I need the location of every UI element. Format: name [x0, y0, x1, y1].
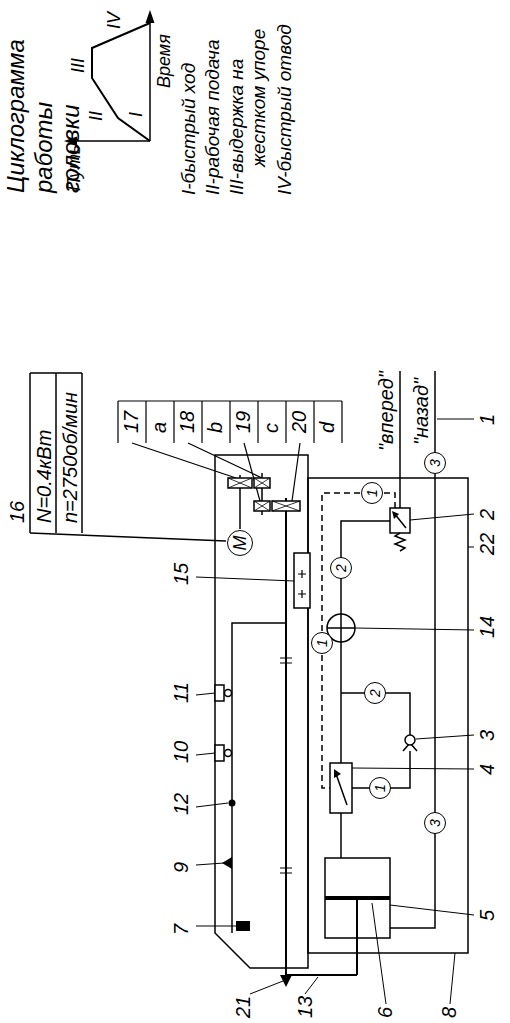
stage-numeral: II [86, 111, 107, 121]
gear-letter: a [148, 422, 171, 433]
leader-lines [196, 419, 474, 1004]
circle-text: 3 [428, 459, 442, 467]
check-valve [403, 735, 417, 751]
callout-number: 6 [374, 1007, 397, 1018]
gear-letter: c [260, 423, 283, 433]
direction-label: "вперед" [375, 371, 398, 451]
dog-rail [215, 623, 286, 933]
reversing-valve [390, 508, 410, 551]
callout-number: 8 [438, 1007, 461, 1018]
callout-number: 18 [176, 411, 199, 433]
stage-note: II-рабочая подача [202, 5, 224, 195]
callout-number: 19 [232, 411, 255, 433]
pipe-number-circle: 1 [311, 632, 333, 654]
spec-table [30, 373, 226, 541]
callout-number: 16 [6, 501, 29, 523]
circle-text: 2 [368, 689, 382, 697]
stage-numeral: I [126, 112, 147, 117]
circle-text: 2 [334, 564, 348, 572]
gear-letter: b [204, 422, 227, 433]
circle-text: 3 [428, 819, 442, 827]
stage-note: IV-быстрый отвод [274, 5, 296, 195]
axis-label: Время [154, 34, 175, 88]
circle-text: M [231, 536, 249, 551]
motor-spec: N=0.4кВт [33, 430, 56, 523]
callout-number: 20 [288, 411, 311, 433]
motor-spec: n=2750об/мин [59, 392, 82, 523]
pipe-number-circle: 2 [330, 557, 352, 579]
callout-number: 14 [476, 616, 499, 638]
callout-number: 11 [170, 682, 193, 703]
callout-number: 21 [232, 996, 255, 1018]
head-housing [215, 455, 308, 968]
circle-text: 1 [315, 639, 329, 647]
pipe-number-circle: 2 [364, 682, 386, 704]
pipe-number-circle: 3 [424, 812, 446, 834]
pipelines [322, 371, 435, 928]
callout-number: 3 [476, 730, 499, 741]
stage-numeral: IV [104, 12, 125, 29]
axis-label: Путь [64, 144, 85, 191]
callout-number: 1 [476, 414, 499, 425]
stage-note: I-быстрый ход [178, 5, 200, 195]
stage-numeral: III [68, 58, 89, 73]
pipe-number-circle: 3 [424, 452, 446, 474]
control-valve [330, 763, 352, 813]
pipe-number-circle: 1 [369, 777, 391, 799]
callout-number: 12 [170, 793, 193, 815]
circle-text: 1 [373, 784, 387, 792]
change-gears [228, 473, 300, 529]
callout-number: 10 [170, 741, 193, 763]
callout-number: 15 [170, 563, 193, 585]
hydraulic-frame [308, 478, 468, 953]
callout-number: 7 [170, 924, 193, 935]
callout-number: 9 [170, 862, 193, 873]
callout-number: 17 [120, 411, 143, 433]
callout-number: 22 [476, 533, 499, 555]
gear-letter: d [316, 422, 339, 433]
callout-number: 4 [476, 764, 499, 775]
hydraulic-cylinder [325, 858, 390, 975]
stage-note: III-выдержка на жестком упоре [226, 5, 270, 195]
stop-drum [294, 553, 310, 608]
callout-number: 2 [476, 509, 499, 520]
pipe-number-circle: 1 [361, 482, 383, 504]
circle-text: 1 [365, 489, 379, 497]
direction-label: "назад" [410, 378, 433, 445]
callout-number: 13 [294, 996, 317, 1018]
motor-circle: M [227, 530, 253, 556]
callout-number: 5 [476, 910, 499, 921]
